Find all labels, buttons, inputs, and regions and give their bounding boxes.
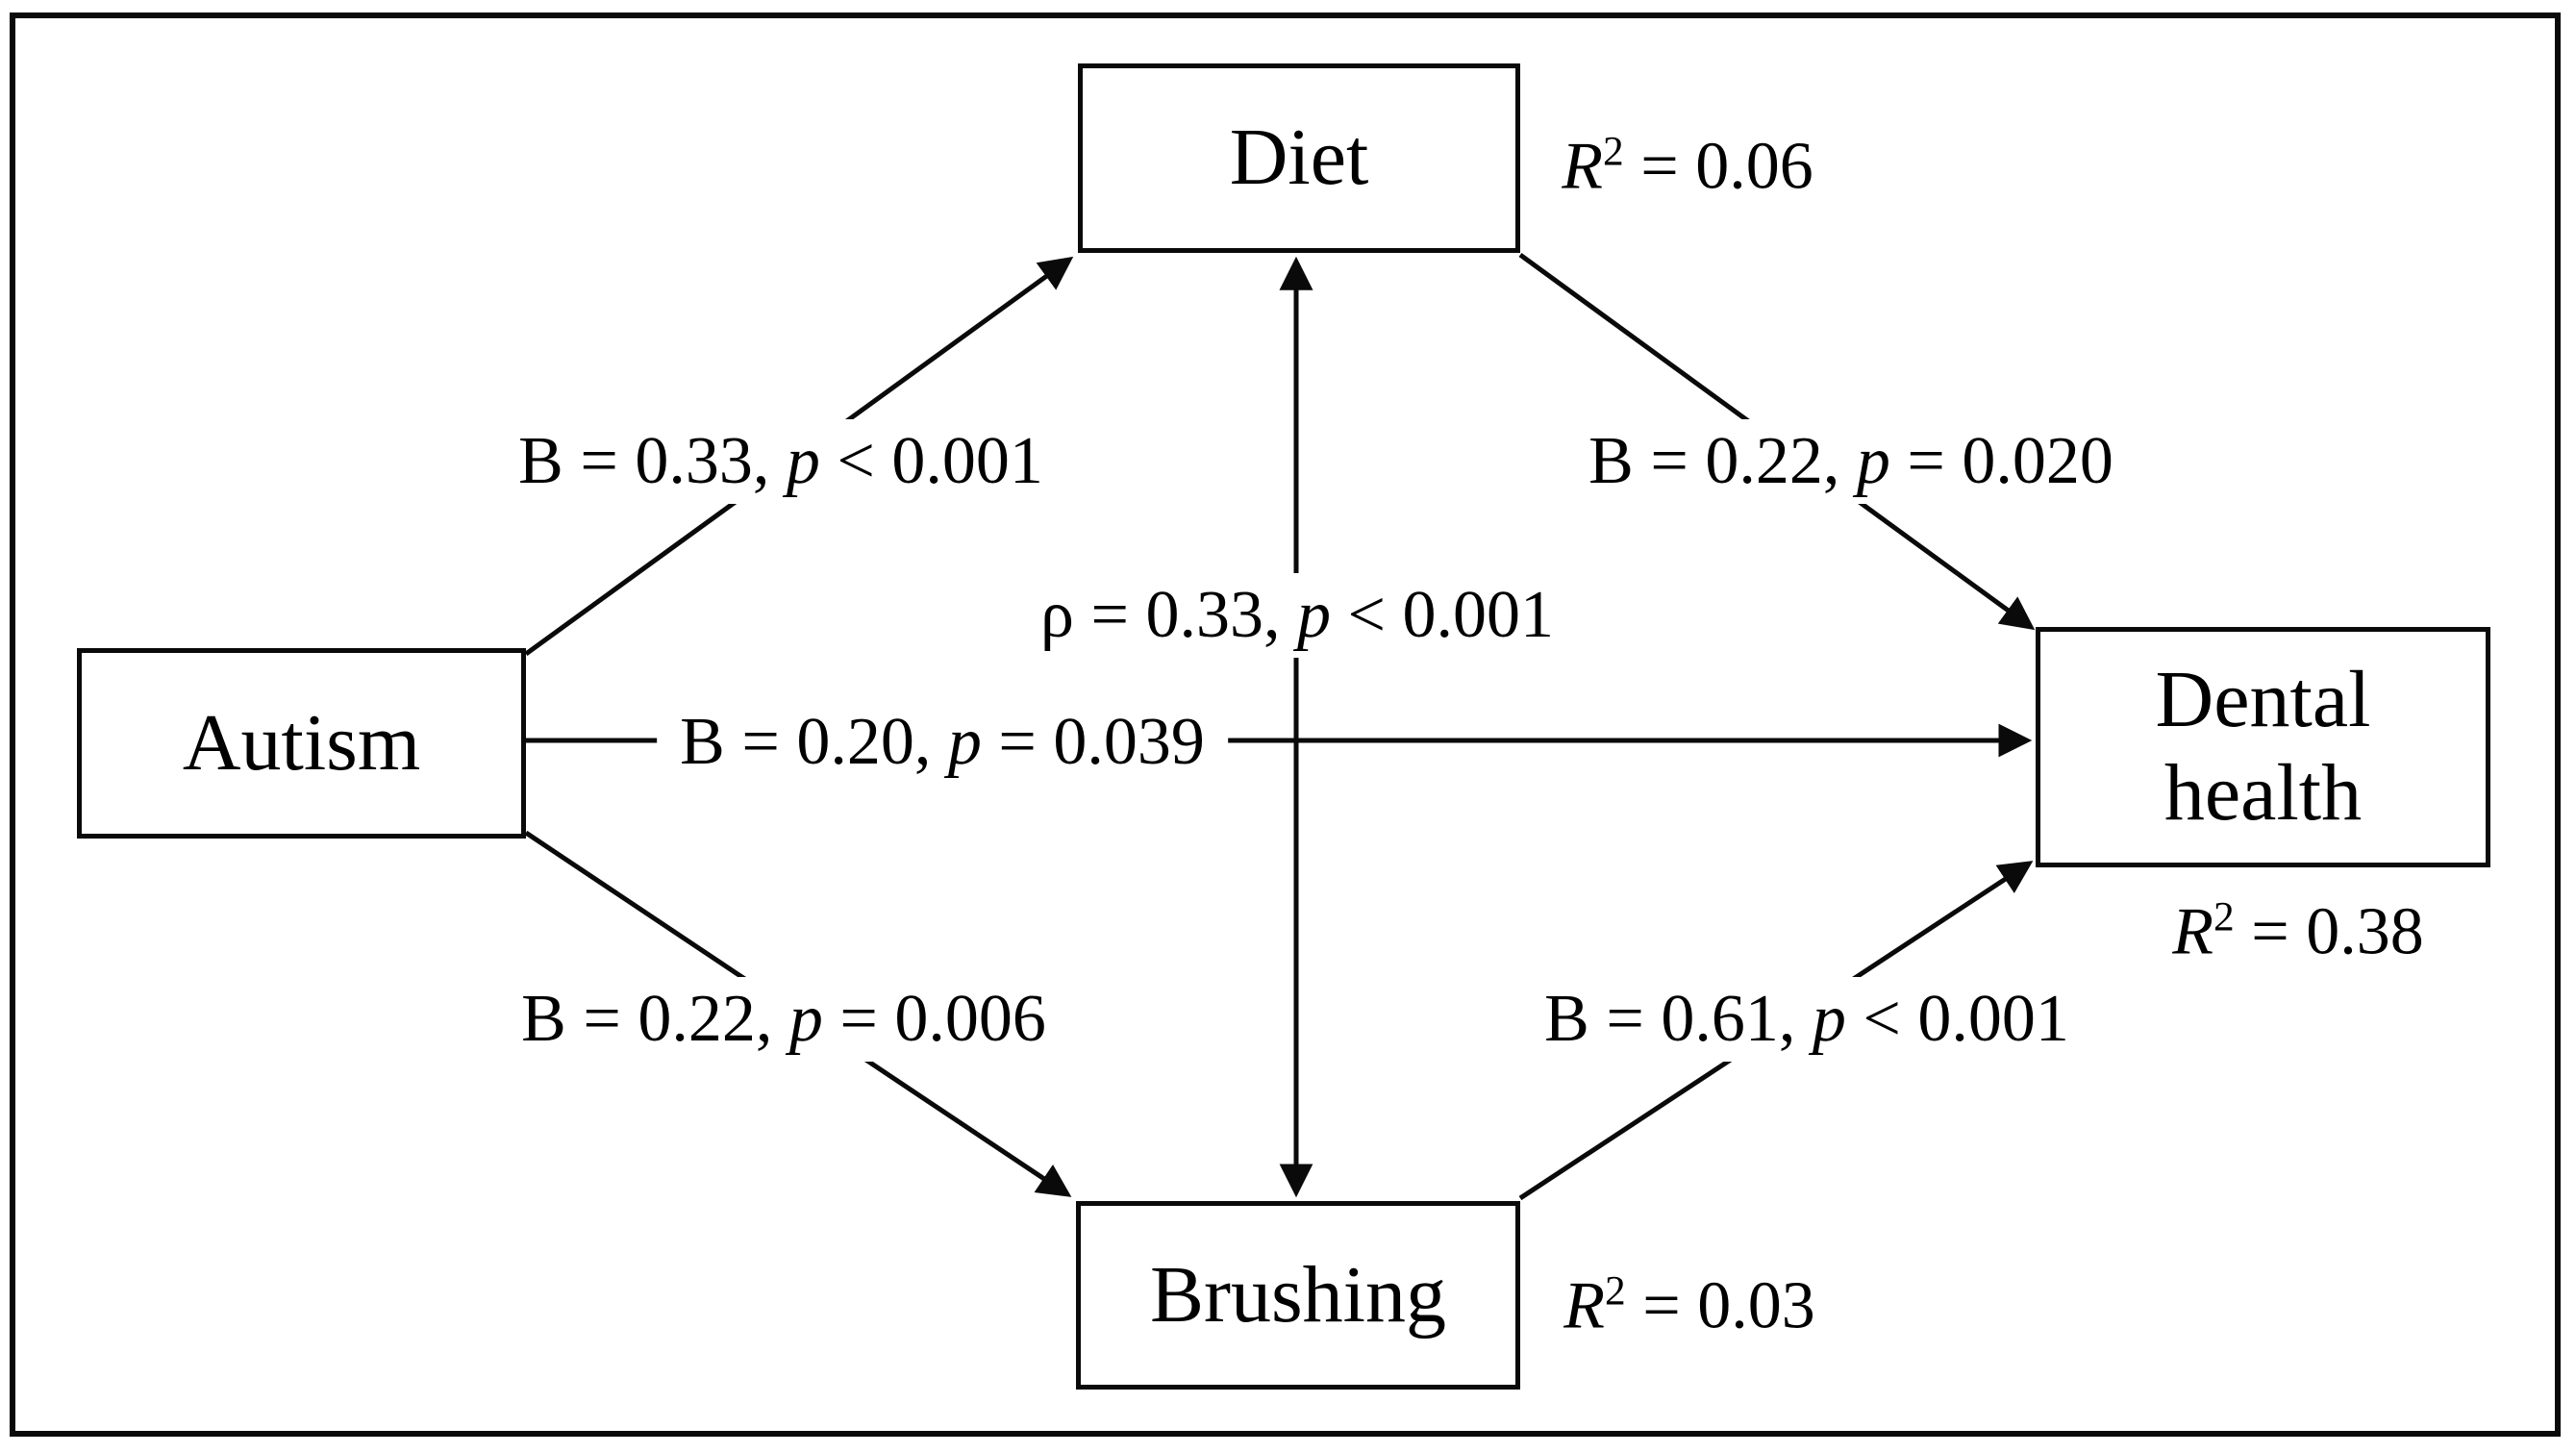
path-label-autism-to-brushing: B = 0.22, p = 0.006: [498, 977, 1069, 1062]
path-label-diet-to-dental-health: B = 0.22, p = 0.020: [1565, 419, 2137, 504]
r-squared-brushing: R2 = 0.03: [1563, 1267, 1815, 1343]
r-squared-dental-health: R2 = 0.38: [2172, 893, 2424, 969]
node-diet: Diet: [1078, 63, 1520, 253]
node-brushing: Brushing: [1076, 1201, 1520, 1390]
node-dental-health-label-line1: Dental: [2155, 655, 2371, 745]
node-brushing-label: Brushing: [1149, 1249, 1447, 1340]
node-autism: Autism: [77, 648, 526, 839]
node-diet-label: Diet: [1229, 113, 1369, 203]
path-label-autism-to-diet: B = 0.33, p < 0.001: [495, 419, 1066, 504]
figure-border: [10, 13, 2561, 1437]
node-autism-label: Autism: [182, 697, 421, 788]
node-dental-health: Dental health: [2036, 627, 2490, 867]
path-label-autism-to-dental-health: B = 0.20, p = 0.039: [657, 700, 1228, 785]
path-label-diet-brushing-correlation: ρ = 0.33, p < 0.001: [1017, 573, 1577, 658]
r-squared-diet: R2 = 0.06: [1562, 128, 1813, 204]
path-label-brushing-to-dental-health: B = 0.61, p < 0.001: [1521, 977, 2092, 1062]
node-dental-health-label-line2: health: [2163, 748, 2363, 838]
